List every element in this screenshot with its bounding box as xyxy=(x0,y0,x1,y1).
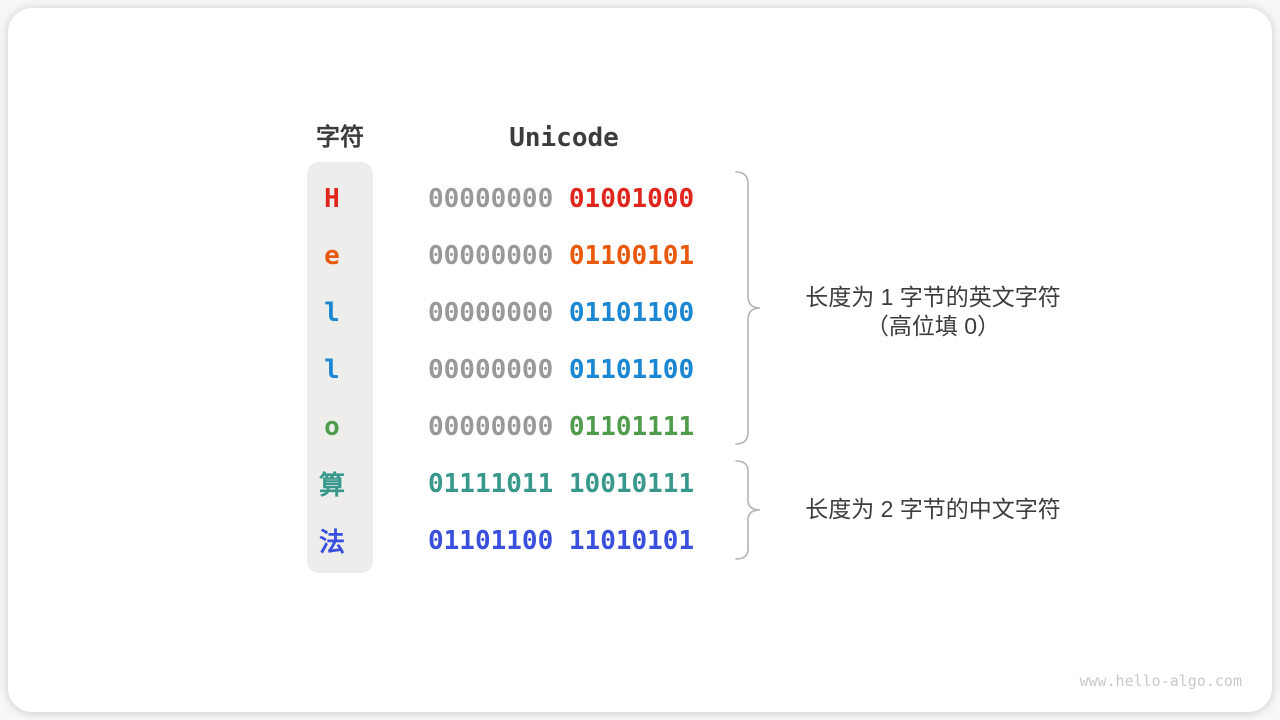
char-column-header: 字符 xyxy=(316,124,364,151)
unicode-bits-cell: 01101100 11010101 xyxy=(428,512,694,569)
table-row: 法 01101100 11010101 xyxy=(8,512,1280,569)
low-byte-bits: 01101100 xyxy=(568,297,695,328)
character-cell: l xyxy=(324,297,340,328)
high-byte-bits: 00000000 xyxy=(428,297,554,328)
table-row: 算 01111011 10010111 xyxy=(8,455,1280,512)
high-byte-bits: 00000000 xyxy=(428,354,554,385)
high-byte-bits: 00000000 xyxy=(428,240,554,271)
char-column-background xyxy=(307,162,373,573)
brace-one-byte-group-icon xyxy=(735,171,761,445)
low-byte-bits: 01101100 xyxy=(568,354,695,385)
table-row: o 00000000 01101111 xyxy=(8,398,1280,455)
low-byte-bits: 10010111 xyxy=(568,468,695,499)
unicode-bits-cell: 00000000 01101100 xyxy=(428,284,694,341)
high-byte-bits: 00000000 xyxy=(428,411,554,442)
annotation-line: （高位填 0） xyxy=(865,313,1001,339)
table-row: H 00000000 01001000 xyxy=(8,170,1280,227)
table-row: l 00000000 01101100 xyxy=(8,284,1280,341)
unicode-bits-cell: 00000000 01101111 xyxy=(428,398,694,455)
table-row: e 00000000 01100101 xyxy=(8,227,1280,284)
brace-two-byte-group-icon xyxy=(735,460,761,560)
unicode-bits-cell: 00000000 01001000 xyxy=(428,170,694,227)
annotation-line: 长度为 1 字节的英文字符 xyxy=(805,284,1061,310)
high-byte-bits: 01101100 xyxy=(428,525,554,556)
diagram-card: 字符 Unicode H 00000000 01001000 e 00000000 0… xyxy=(8,8,1272,712)
unicode-bits-cell: 01111011 10010111 xyxy=(428,455,694,512)
unicode-bits-cell: 00000000 01100101 xyxy=(428,227,694,284)
low-byte-bits: 01100101 xyxy=(568,240,695,271)
watermark: www.hello-algo.com xyxy=(1079,672,1242,690)
annotation-two-byte: 长度为 2 字节的中文字符 xyxy=(760,495,1106,524)
low-byte-bits: 01001000 xyxy=(568,183,695,214)
annotation-one-byte: 长度为 1 字节的英文字符 （高位填 0） xyxy=(760,283,1106,341)
character-cell: 法 xyxy=(318,528,345,558)
high-byte-bits: 00000000 xyxy=(428,183,554,214)
table-row: l 00000000 01101100 xyxy=(8,341,1280,398)
character-cell: l xyxy=(324,354,340,385)
unicode-bits-cell: 00000000 01101100 xyxy=(428,341,694,398)
high-byte-bits: 01111011 xyxy=(428,468,554,499)
character-cell: o xyxy=(324,411,340,442)
annotation-line: 长度为 2 字节的中文字符 xyxy=(805,496,1061,522)
unicode-column-header: Unicode xyxy=(509,123,619,153)
low-byte-bits: 11010101 xyxy=(568,525,695,556)
character-cell: H xyxy=(324,183,340,214)
character-cell: e xyxy=(324,240,340,271)
character-cell: 算 xyxy=(318,471,345,501)
low-byte-bits: 01101111 xyxy=(568,411,695,442)
